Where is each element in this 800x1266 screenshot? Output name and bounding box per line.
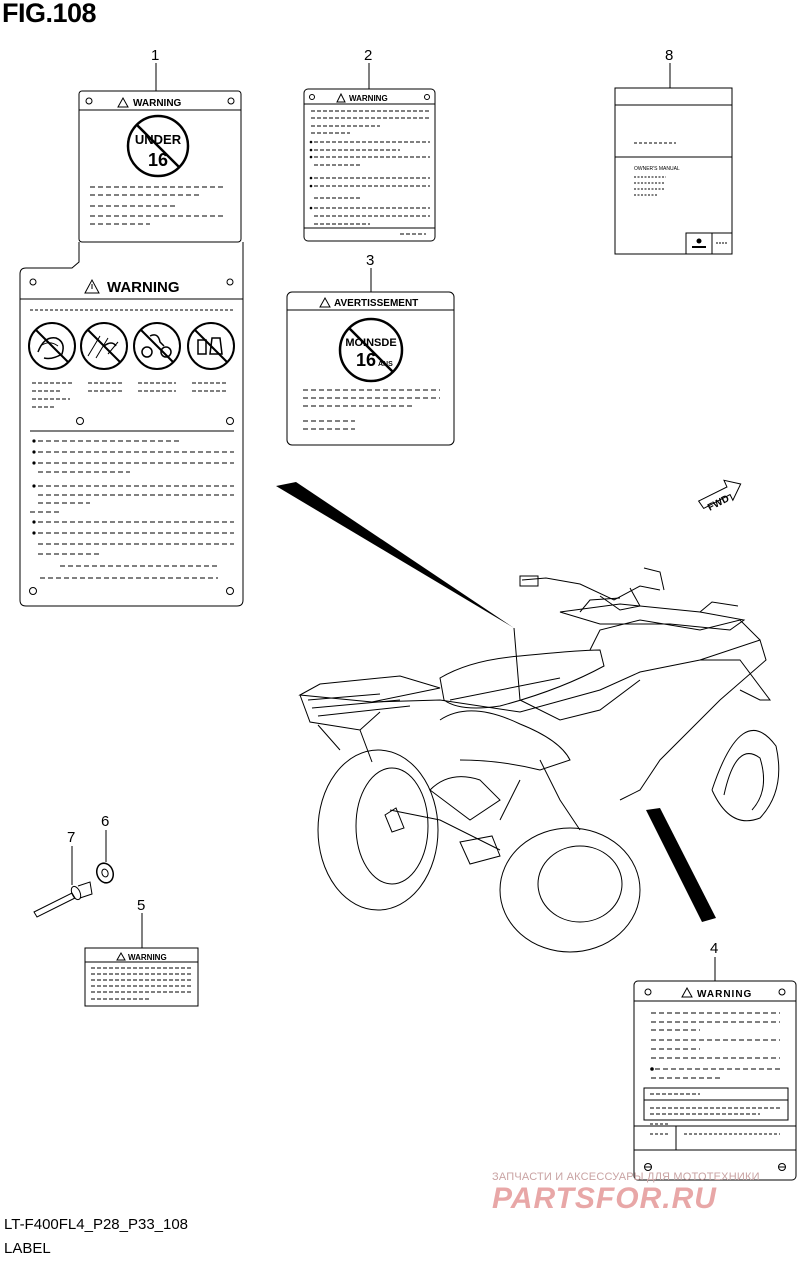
label-1-circle-text: UNDER xyxy=(135,132,182,147)
no-passenger-icon xyxy=(28,322,76,370)
figure-code: LT-F400FL4_P28_P33_108 xyxy=(4,1216,189,1233)
label-2[interactable]: WARNING xyxy=(303,88,436,242)
callout-3: 3 xyxy=(366,252,375,269)
label-1-circle-number: 16 xyxy=(148,150,168,170)
warning-triangle-icon xyxy=(336,92,346,103)
no-alcohol-drugs-icon xyxy=(133,322,181,370)
fwd-arrow-icon: FWD xyxy=(697,479,742,514)
no-helmet-icon xyxy=(187,322,235,370)
callout-2: 2 xyxy=(364,47,373,64)
callout-8: 8 xyxy=(665,47,674,64)
warning-triangle-icon xyxy=(319,296,331,308)
owners-manual-8[interactable]: OWNER'S MANUAL xyxy=(614,87,733,255)
callout-4: 4 xyxy=(710,940,719,957)
callout-7: 7 xyxy=(67,829,76,846)
warning-triangle-icon xyxy=(116,951,126,961)
warning-triangle-icon xyxy=(84,278,100,294)
label-4-header: WARNING xyxy=(697,989,752,1000)
warning-triangle-icon xyxy=(681,986,693,998)
callout-5: 5 xyxy=(137,897,146,914)
warning-triangle-icon xyxy=(117,96,129,108)
rivet-7[interactable] xyxy=(33,881,93,918)
label-4[interactable]: WARNING xyxy=(633,980,797,1181)
label-3-header: AVERTISSEMENT xyxy=(334,298,418,309)
callout-6: 6 xyxy=(101,813,110,830)
watermark-tagline: ЗАПЧАСТИ И АКСЕССУАРЫ ДЛЯ МОТОТЕХНИКИ xyxy=(492,1171,760,1183)
fwd-text: FWD xyxy=(706,493,731,513)
label-3[interactable]: AVERTISSEMENT MOINSDE 16 ANS xyxy=(286,291,455,446)
atv-illustration xyxy=(298,567,780,953)
callout-leaders xyxy=(71,63,716,981)
manual-title: OWNER'S MANUAL xyxy=(634,166,680,172)
label-5[interactable]: WARNING xyxy=(84,947,199,1007)
figure-title: FIG.108 xyxy=(2,0,97,28)
label-1-bottom-header: WARNING xyxy=(107,279,180,296)
label-3-circle-text: MOINSDE xyxy=(345,337,396,349)
label-3-circle-suffix: ANS xyxy=(378,361,393,368)
watermark-logo: PARTSFOR.RU xyxy=(492,1182,717,1215)
no-paved-road-icon xyxy=(80,322,128,370)
label-1-bottom[interactable]: WARNING xyxy=(19,242,244,607)
label-1-header: WARNING xyxy=(133,98,182,109)
pointer-wedge-1 xyxy=(276,482,514,628)
figure-caption: LABEL xyxy=(4,1240,51,1257)
label-3-circle-number: 16 xyxy=(356,350,376,370)
label-1-top[interactable]: WARNING UNDER 16 xyxy=(78,90,242,243)
callout-1: 1 xyxy=(151,47,160,64)
pointer-wedge-4 xyxy=(646,808,716,922)
prohibition-circle-icon xyxy=(126,114,190,178)
label-5-header: WARNING xyxy=(128,953,167,962)
washer-6[interactable] xyxy=(94,861,116,885)
prohibition-circle-icon xyxy=(338,317,404,383)
label-2-header: WARNING xyxy=(349,94,388,103)
brand-logo-icon xyxy=(696,238,702,244)
